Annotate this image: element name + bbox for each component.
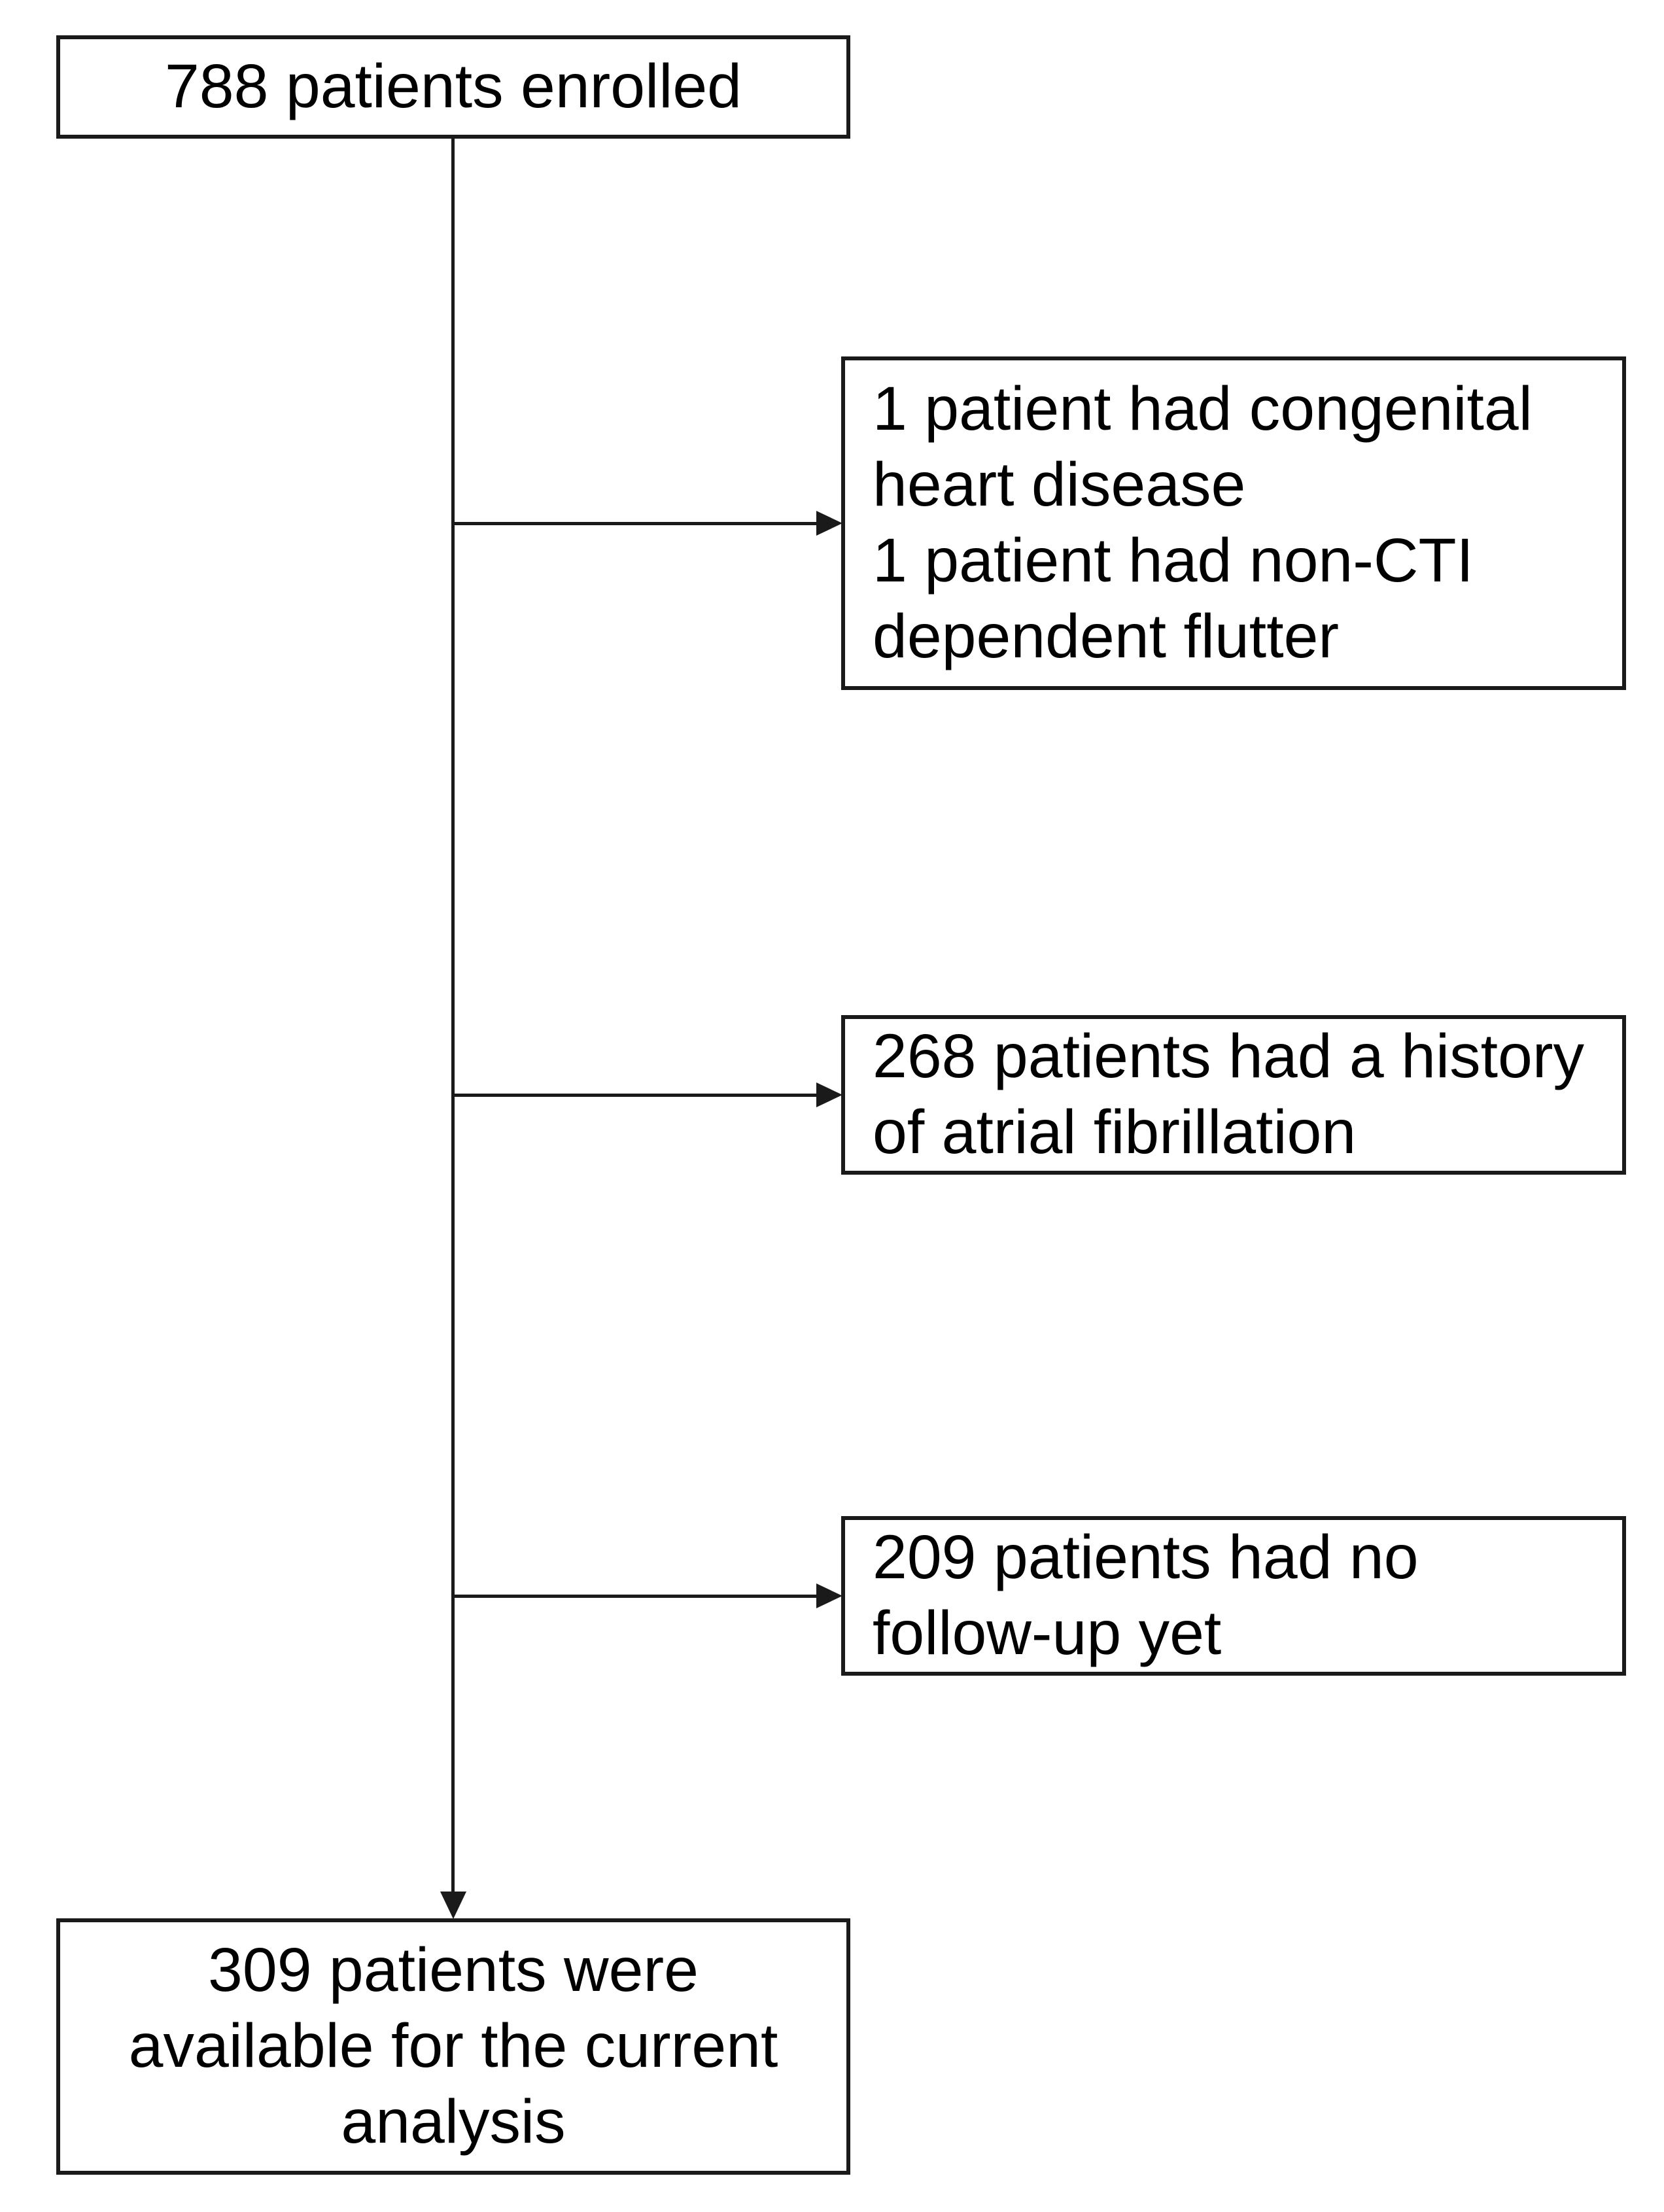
node-enrolled-text: 788 patients enrolled — [164, 52, 742, 122]
arrowhead-right-icon — [816, 1082, 842, 1107]
node-excluded-no-followup: 209 patients had no follow-up yet — [841, 1516, 1626, 1676]
branch-line-no-followup — [453, 1595, 816, 1598]
branch-line-afib — [453, 1094, 816, 1097]
arrowhead-right-icon — [816, 511, 842, 536]
node-analyzed: 309 patients were available for the curr… — [56, 1918, 850, 2175]
node-excluded-congenital-text: 1 patient had congenital heart disease 1… — [873, 374, 1533, 671]
node-excluded-afib-text: 268 patients had a history of atrial fib… — [873, 1022, 1584, 1167]
node-analyzed-text: 309 patients were available for the curr… — [128, 1935, 778, 2156]
branch-line-congenital — [453, 522, 816, 525]
node-excluded-no-followup-text: 209 patients had no follow-up yet — [873, 1523, 1419, 1668]
arrowhead-down-icon — [440, 1892, 466, 1919]
arrowhead-right-icon — [816, 1583, 842, 1608]
node-enrolled: 788 patients enrolled — [56, 35, 850, 139]
node-excluded-congenital: 1 patient had congenital heart disease 1… — [841, 356, 1626, 690]
main-vertical-connector-line — [451, 139, 455, 1892]
node-excluded-afib: 268 patients had a history of atrial fib… — [841, 1015, 1626, 1175]
